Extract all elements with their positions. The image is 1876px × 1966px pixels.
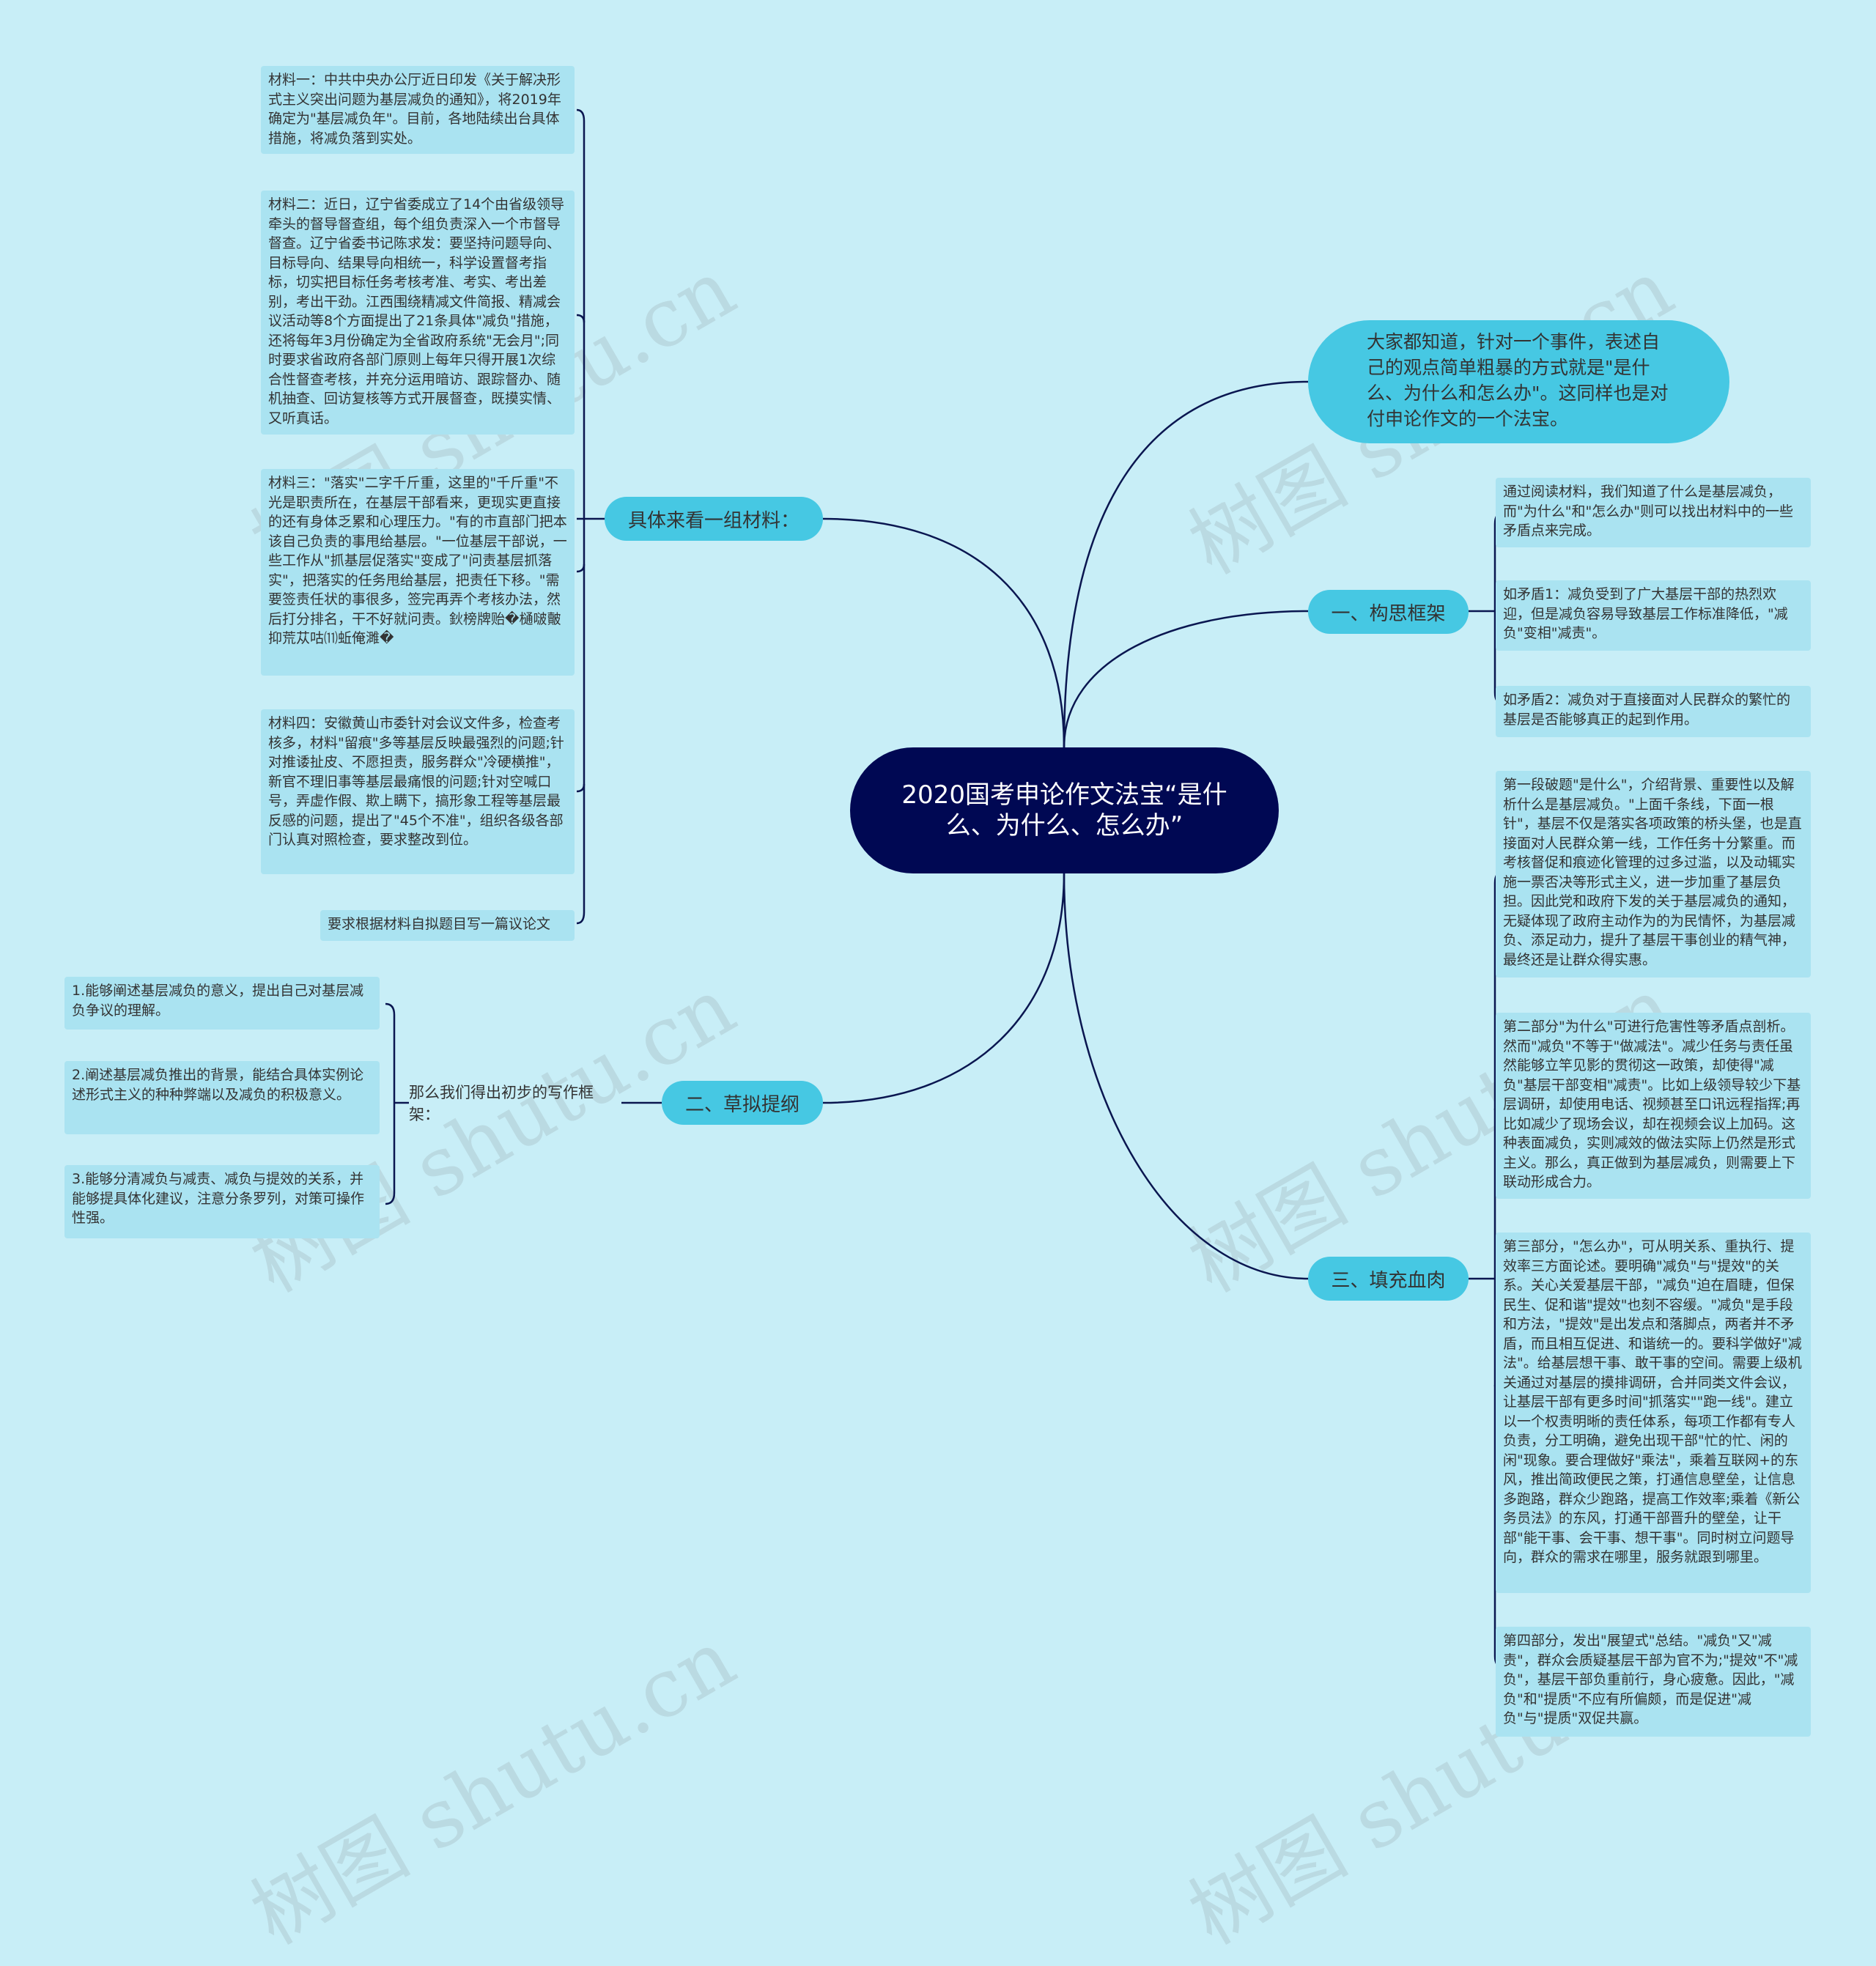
framework-item-2[interactable]: 如矛盾1：减负受到了广大基层干部的热烈欢迎，但是减负容易导致基层工作标准降低，"…	[1496, 580, 1811, 651]
framework-item-1-text: 通过阅读材料，我们知道了什么是基层减负，而"为什么"和"怎么办"则可以找出材料中…	[1503, 484, 1793, 539]
outline-sublabel-text: 那么我们得出初步的写作框架：	[409, 1084, 594, 1123]
outline-item-3[interactable]: 3.能够分清减负与减责、减负与提效的关系，并能够提具体化建议，注意分条罗列，对策…	[64, 1165, 380, 1238]
link-central-framework	[1063, 610, 1309, 748]
central-topic[interactable]: 2020国考申论作文法宝“是什么、为什么、怎么办”	[850, 747, 1279, 873]
content-part-4-text: 第四部分，发出"展望式"总结。"减负"又"减责"，群众会质疑基层干部为官不为;"…	[1503, 1633, 1798, 1726]
framework-item-2-text: 如矛盾1：减负受到了广大基层干部的热烈欢迎，但是减负容易导致基层工作标准降低，"…	[1503, 586, 1788, 641]
branch-outline-label: 二、草拟提纲	[684, 1093, 799, 1116]
link-central-content	[1063, 873, 1309, 1280]
content-part-2-text: 第二部分"为什么"可进行危害性等矛盾点剖析。然而"减负"不等于"做减法"。减少任…	[1503, 1019, 1801, 1190]
link-central-materials	[822, 517, 1066, 748]
material-1-text: 材料一：中共中央办公厅近日印发《关于解决形式主义突出问题为基层减负的通知》，将2…	[268, 72, 561, 147]
outline-sublabel[interactable]: 那么我们得出初步的写作框架：	[409, 1084, 621, 1123]
bracket-outline	[385, 1002, 396, 1205]
branch-outline[interactable]: 二、草拟提纲	[662, 1081, 823, 1125]
content-part-2[interactable]: 第二部分"为什么"可进行危害性等矛盾点剖析。然而"减负"不等于"做减法"。减少任…	[1496, 1013, 1811, 1199]
link-central-intro	[1063, 380, 1309, 748]
bracket-materials	[576, 108, 586, 925]
branch-materials-label: 具体来看一组材料：	[627, 509, 799, 532]
content-part-1-text: 第一段破题"是什么"，介绍背景、重要性以及解析什么是基层减负。"上面千条线，下面…	[1503, 777, 1802, 968]
framework-item-3-text: 如矛盾2：减负对于直接面对人民群众的繁忙的基层是否能够真正的起到作用。	[1503, 692, 1791, 728]
material-2[interactable]: 材料二：近日，辽宁省委成立了14个由省级领导牵头的督导督查组，每个组负责深入一个…	[261, 191, 575, 435]
material-requirement[interactable]: 要求根据材料自拟题目写一篇议论文	[320, 910, 575, 941]
intro-node[interactable]: 大家都知道，针对一个事件，表述自己的观点简单粗暴的方式就是"是什么、为什么和怎么…	[1308, 320, 1729, 443]
central-topic-label: 2020国考申论作文法宝“是什么、为什么、怎么办”	[901, 780, 1227, 840]
branch-framework[interactable]: 一、构思框架	[1308, 590, 1469, 634]
framework-item-3[interactable]: 如矛盾2：减负对于直接面对人民群众的繁忙的基层是否能够真正的起到作用。	[1496, 686, 1811, 737]
content-part-3[interactable]: 第三部分，"怎么办"，可从明关系、重执行、提效率三方面论述。要明确"减负"与"提…	[1496, 1233, 1811, 1593]
material-requirement-text: 要求根据材料自拟题目写一篇议论文	[328, 916, 551, 932]
branch-materials[interactable]: 具体来看一组材料：	[605, 497, 823, 541]
material-3-text: 材料三："落实"二字千斤重，这里的"千斤重"不光是职责所在，在基层干部看来，更现…	[268, 475, 567, 646]
material-4-text: 材料四：安徽黄山市委针对会议文件多，检查考核多，材料"留痕"多等基层反映最强烈的…	[268, 715, 564, 848]
material-1[interactable]: 材料一：中共中央办公厅近日印发《关于解决形式主义突出问题为基层减负的通知》，将2…	[261, 66, 575, 154]
outline-item-2-text: 2.阐述基层减负推出的背景，能结合具体实例论述形式主义的种种弊端以及减负的积极意…	[72, 1067, 364, 1103]
material-2-text: 材料二：近日，辽宁省委成立了14个由省级领导牵头的督导督查组，每个组负责深入一个…	[268, 196, 565, 426]
intro-text: 大家都知道，针对一个事件，表述自己的观点简单粗暴的方式就是"是什么、为什么和怎么…	[1367, 331, 1669, 429]
framework-item-1[interactable]: 通过阅读材料，我们知道了什么是基层减负，而"为什么"和"怎么办"则可以找出材料中…	[1496, 478, 1811, 547]
outline-item-1-text: 1.能够阐述基层减负的意义，提出自己对基层减负争议的理解。	[72, 983, 364, 1019]
content-part-3-text: 第三部分，"怎么办"，可从明关系、重执行、提效率三方面论述。要明确"减负"与"提…	[1503, 1238, 1802, 1565]
content-part-4[interactable]: 第四部分，发出"展望式"总结。"减负"又"减责"，群众会质疑基层干部为官不为;"…	[1496, 1627, 1811, 1737]
material-4[interactable]: 材料四：安徽黄山市委针对会议文件多，检查考核多，材料"留痕"多等基层反映最强烈的…	[261, 709, 575, 874]
outline-item-3-text: 3.能够分清减负与减责、减负与提效的关系，并能够提具体化建议，注意分条罗列，对策…	[72, 1171, 365, 1226]
branch-content[interactable]: 三、填充血肉	[1308, 1257, 1469, 1301]
outline-item-2[interactable]: 2.阐述基层减负推出的背景，能结合具体实例论述形式主义的种种弊端以及减负的积极意…	[64, 1061, 380, 1134]
material-3[interactable]: 材料三："落实"二字千斤重，这里的"千斤重"不光是职责所在，在基层干部看来，更现…	[261, 469, 575, 676]
link-central-outline	[822, 873, 1066, 1104]
content-part-1[interactable]: 第一段破题"是什么"，介绍背景、重要性以及解析什么是基层减负。"上面千条线，下面…	[1496, 771, 1811, 978]
outline-item-1[interactable]: 1.能够阐述基层减负的意义，提出自己对基层减负争议的理解。	[64, 977, 380, 1030]
branch-content-label: 三、填充血肉	[1331, 1269, 1446, 1292]
branch-framework-label: 一、构思框架	[1331, 602, 1446, 625]
